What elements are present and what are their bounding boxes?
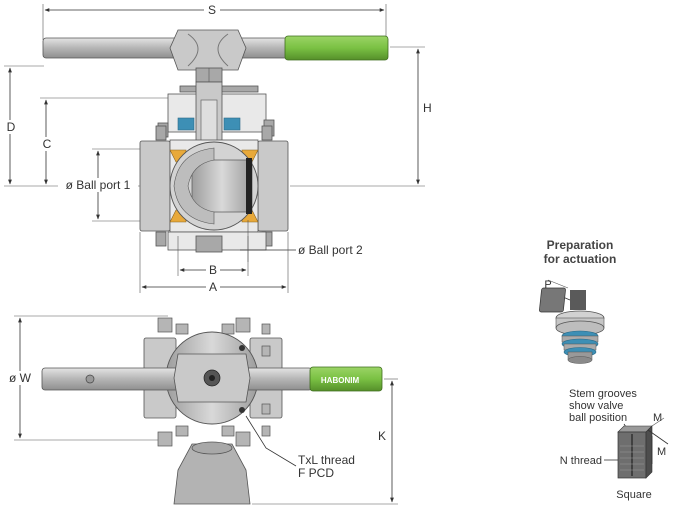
handle-grip-green-bottom [309, 366, 383, 392]
dim-k-label: K [378, 429, 386, 443]
preparation-title-line1: Preparation [547, 238, 614, 252]
bottom-plan-view: ø W HABONIM K [4, 315, 398, 505]
top-section-view: S H D C ø Ball port 1 [4, 3, 432, 294]
ball-port-1-label: ø Ball port 1 [66, 178, 131, 192]
ball-port-2-label: ø Ball port 2 [298, 243, 363, 257]
stem-grooves-line1: Stem grooves [569, 388, 637, 400]
dim-a-label: A [209, 280, 217, 294]
thread-label: TxL thread [298, 453, 355, 467]
square-stem [617, 425, 653, 479]
stem-grooves-line3: ball position [569, 412, 627, 424]
dim-m-top-label: M [653, 412, 662, 424]
dim-p-label: P [544, 279, 551, 291]
dim-c-label: C [43, 137, 52, 151]
stem-grooves-line2: show valve [569, 400, 623, 412]
preparation-title-line2: for actuation [544, 252, 617, 266]
handle-lever [42, 29, 389, 83]
dim-d-label: D [7, 120, 16, 134]
pcd-label: F PCD [298, 466, 334, 480]
actuation-detail: Preparation for actuation P Stem grooves… [539, 238, 669, 501]
n-thread-label: N thread [560, 455, 602, 467]
handle-grip-green [284, 35, 389, 61]
stem-assembly [539, 287, 605, 364]
brand-label: HABONIM [321, 376, 360, 385]
dim-h-label: H [423, 101, 432, 115]
dim-s-label: S [208, 3, 216, 17]
dim-w-label: ø W [9, 371, 32, 385]
dim-m-bottom-label: M [657, 446, 666, 458]
dim-b-label: B [209, 263, 217, 277]
square-label: Square [616, 489, 651, 501]
